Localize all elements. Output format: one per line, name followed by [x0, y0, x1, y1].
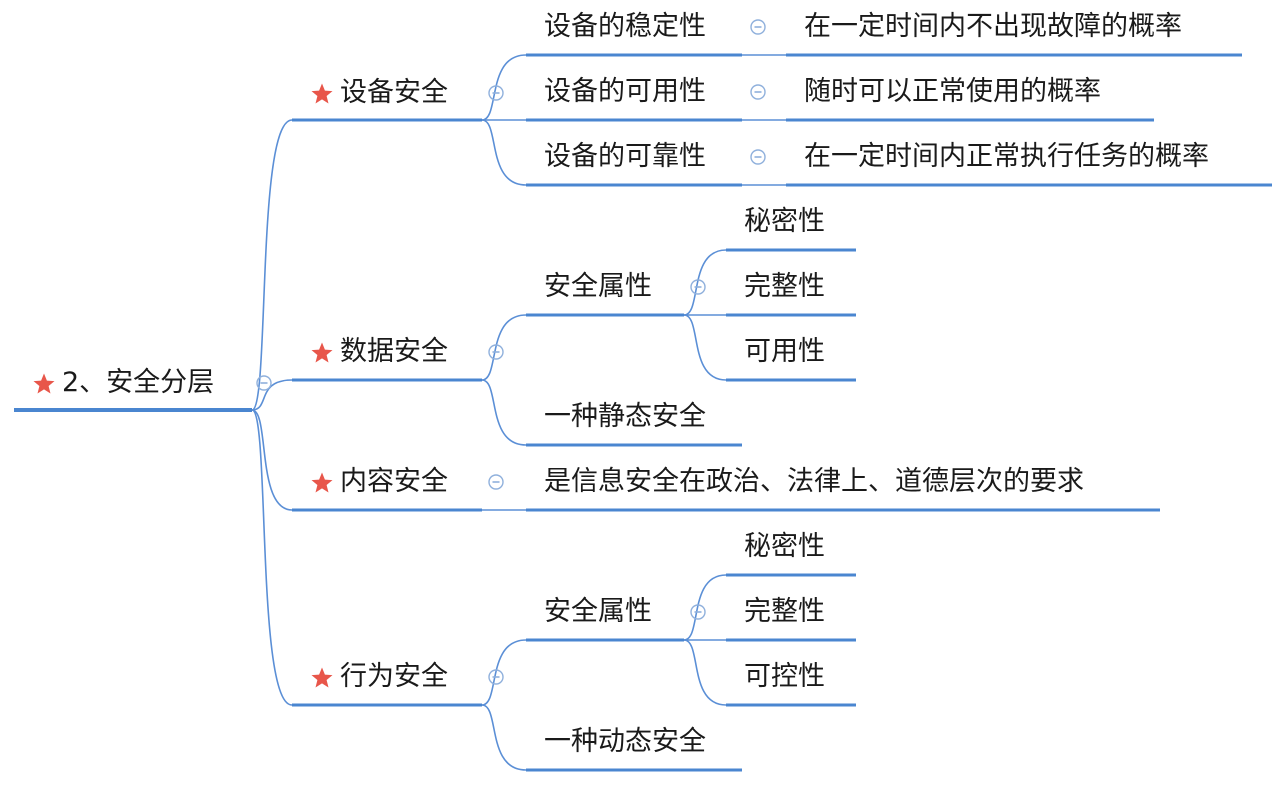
connector-curve: [683, 639, 727, 706]
star-icon: [311, 472, 333, 493]
behavior-attributes-node[interactable]: 安全属性: [544, 596, 652, 627]
collapse-minus-icon[interactable]: [488, 344, 504, 360]
star-icon: [311, 83, 333, 104]
collapse-minus-icon[interactable]: [488, 474, 504, 490]
behavior-security-node[interactable]: 行为安全: [340, 661, 448, 692]
device-reliability-node[interactable]: 设备的可靠性: [544, 141, 706, 172]
behavior-attr-controllability[interactable]: 可控性: [744, 661, 825, 692]
root-branch-curve: [251, 409, 293, 706]
content-security-desc[interactable]: 是信息安全在政治、法律上、道德层次的要求: [544, 466, 1084, 497]
connector-curve: [481, 119, 527, 186]
device-stability-desc[interactable]: 在一定时间内不出现故障的概率: [804, 11, 1182, 42]
node-underlines: [14, 53, 1272, 772]
data-attr-confidentiality[interactable]: 秘密性: [744, 206, 825, 237]
device-reliability-desc[interactable]: 在一定时间内正常执行任务的概率: [804, 141, 1209, 172]
connector-curve: [481, 54, 527, 121]
collapse-minus-icon[interactable]: [690, 604, 706, 620]
data-attr-integrity[interactable]: 完整性: [744, 271, 825, 302]
collapse-minus-icon[interactable]: [750, 84, 766, 100]
connector-curves: [251, 54, 786, 771]
collapse-minus-icon[interactable]: [750, 19, 766, 35]
collapse-minus-icon[interactable]: [750, 149, 766, 165]
connector-curve: [683, 314, 727, 381]
root-branch-curve: [251, 379, 293, 411]
connector-curve: [481, 639, 527, 706]
data-attributes-node[interactable]: 安全属性: [544, 271, 652, 302]
collapse-minus-icon[interactable]: [488, 85, 504, 101]
data-security-node[interactable]: 数据安全: [340, 336, 448, 367]
connector-curve: [683, 249, 727, 316]
data-attr-availability[interactable]: 可用性: [744, 336, 825, 367]
star-icon: [311, 342, 333, 363]
device-stability-node[interactable]: 设备的稳定性: [544, 11, 706, 42]
root-branch-curve: [251, 409, 293, 511]
star-icon: [33, 373, 55, 394]
root-node-label[interactable]: 2、安全分层: [62, 367, 215, 398]
device-availability-node[interactable]: 设备的可用性: [544, 76, 706, 107]
content-security-node[interactable]: 内容安全: [340, 466, 448, 497]
behavior-attr-confidentiality[interactable]: 秘密性: [744, 531, 825, 562]
root-branch-curve: [251, 119, 293, 411]
connector-curve: [481, 704, 527, 771]
behavior-kind-node[interactable]: 一种动态安全: [544, 726, 706, 757]
data-kind-node[interactable]: 一种静态安全: [544, 401, 706, 432]
connector-curve: [481, 379, 527, 446]
collapse-minus-icon[interactable]: [690, 279, 706, 295]
collapse-minus-icon[interactable]: [256, 375, 272, 391]
device-availability-desc[interactable]: 随时可以正常使用的概率: [804, 76, 1101, 107]
connector-curve: [481, 314, 527, 381]
device-security-node[interactable]: 设备安全: [340, 77, 448, 108]
behavior-attr-integrity[interactable]: 完整性: [744, 596, 825, 627]
collapse-minus-icon[interactable]: [488, 669, 504, 685]
connector-curve: [683, 574, 727, 641]
star-icon: [311, 667, 333, 688]
